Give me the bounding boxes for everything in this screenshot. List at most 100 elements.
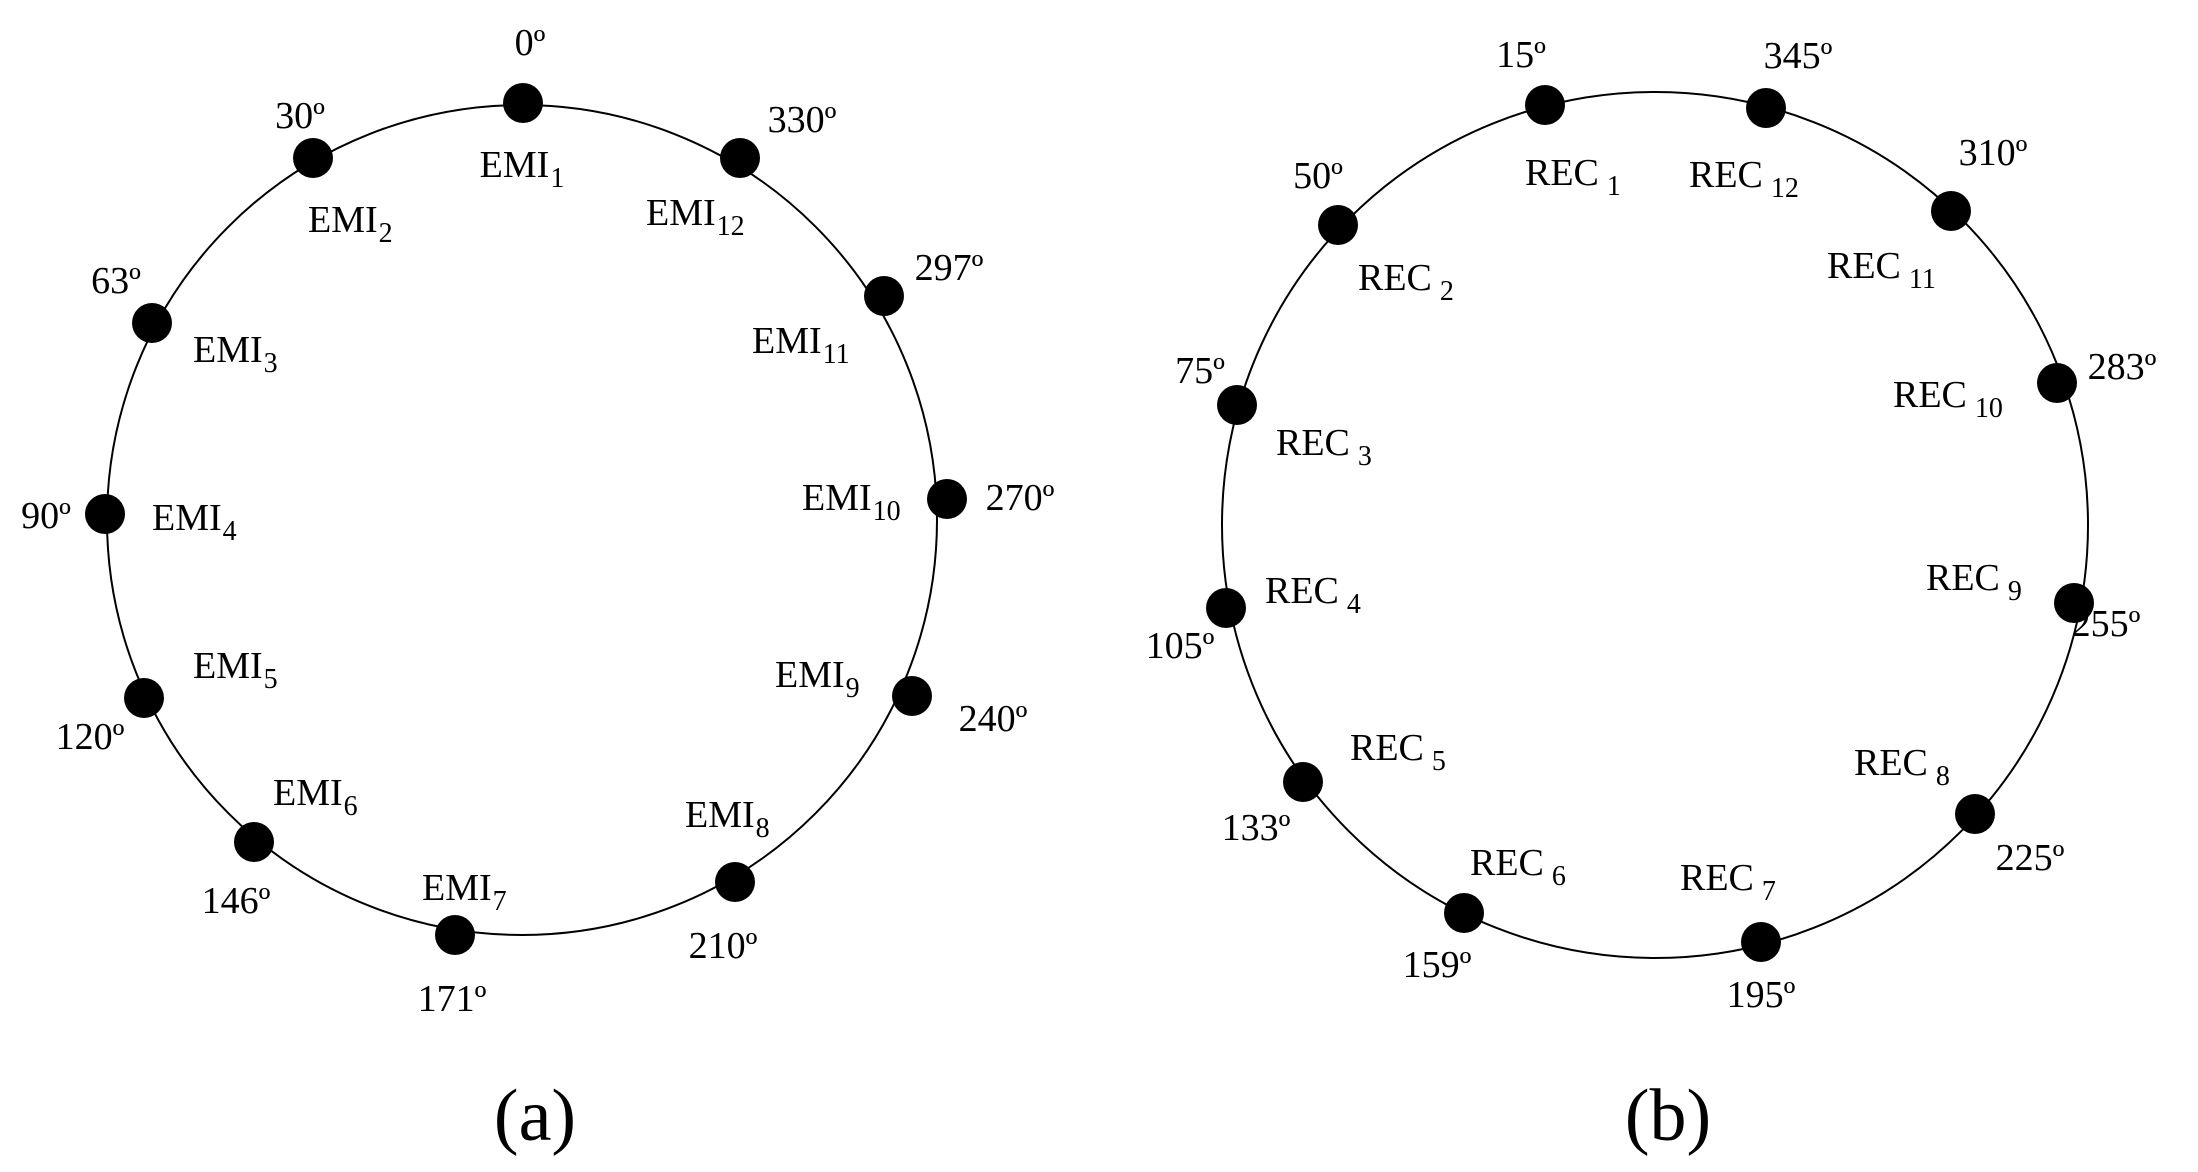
node-label-subscript: 2: [1440, 276, 1454, 307]
node-label-subscript: 11: [823, 339, 850, 370]
node-angle-a-12: 330º: [768, 99, 837, 141]
node-label-subscript: 12: [717, 211, 745, 242]
node-angle-b-1: 15º: [1496, 34, 1546, 76]
node-dot-b-6: [1444, 893, 1484, 933]
node-angle-b-11: 310º: [1959, 132, 2028, 174]
node-angle-a-5: 120º: [56, 716, 125, 758]
node-dot-b-5: [1283, 762, 1323, 802]
node-label-a-6: EMI6: [273, 772, 358, 822]
node-label-subscript: 7: [1762, 876, 1776, 907]
node-label-prefix: EMI: [802, 477, 872, 519]
node-label-prefix: EMI: [775, 654, 845, 696]
node-dot-a-9: [892, 676, 932, 716]
node-angle-b-2: 50º: [1293, 155, 1343, 197]
node-dot-a-11: [864, 276, 904, 316]
node-dot-b-7: [1741, 922, 1781, 962]
node-dot-b-9: [2054, 583, 2094, 623]
node-angle-b-12: 345º: [1764, 35, 1833, 77]
node-label-prefix: EMI: [422, 867, 492, 909]
node-label-a-10: EMI10: [802, 477, 901, 527]
node-dot-b-4: [1206, 588, 1246, 628]
node-angle-a-8: 210º: [689, 925, 758, 967]
node-group-a: EMI10ºEMI230ºEMI363ºEMI490ºEMI5120ºEMI61…: [21, 22, 1055, 1020]
node-label-prefix: EMI: [193, 329, 263, 371]
node-label-subscript: 5: [264, 664, 278, 695]
node-label-subscript: 9: [846, 673, 860, 704]
node-dot-a-7: [435, 915, 475, 955]
node-dot-a-2: [293, 138, 333, 178]
node-label-a-4: EMI4: [152, 497, 237, 547]
node-label-prefix: REC: [1689, 154, 1763, 196]
caption-b: (b): [1625, 1075, 1711, 1157]
node-label-subscript: 6: [1552, 861, 1566, 892]
node-label-subscript: 6: [344, 791, 358, 822]
node-label-subscript: 3: [1358, 441, 1372, 472]
node-angle-a-6: 146º: [202, 880, 271, 922]
node-label-a-9: EMI9: [775, 654, 860, 704]
caption-a: (a): [494, 1075, 576, 1157]
node-label-subscript: 12: [1771, 173, 1799, 204]
node-label-subscript: 1: [550, 163, 564, 194]
node-angle-b-3: 75º: [1175, 350, 1225, 392]
node-angle-a-3: 63º: [91, 260, 141, 302]
node-label-prefix: REC: [1525, 152, 1599, 194]
node-label-b-3: REC 3: [1276, 422, 1372, 472]
node-label-a-12: EMI12: [646, 192, 745, 242]
node-label-prefix: EMI: [273, 772, 343, 814]
node-label-b-12: REC 12: [1689, 154, 1799, 204]
node-label-a-7: EMI7: [422, 867, 507, 917]
node-label-prefix: EMI: [646, 192, 716, 234]
node-dot-b-12: [1746, 88, 1786, 128]
node-angle-b-4: 105º: [1146, 625, 1215, 667]
node-dot-a-1: [503, 83, 543, 123]
node-angle-b-5: 133º: [1222, 807, 1291, 849]
node-angle-b-8: 225º: [1996, 837, 2065, 879]
node-label-a-3: EMI3: [193, 329, 278, 379]
node-label-subscript: 10: [1975, 393, 2003, 424]
node-label-prefix: EMI: [480, 144, 550, 186]
node-label-subscript: 10: [873, 496, 901, 527]
node-angle-b-6: 159º: [1403, 944, 1472, 986]
node-dot-a-6: [234, 822, 274, 862]
node-label-prefix: REC: [1893, 374, 1967, 416]
node-angle-a-7: 171º: [418, 978, 487, 1020]
node-label-subscript: 2: [379, 218, 393, 249]
node-label-b-10: REC 10: [1893, 374, 2003, 424]
node-dot-a-8: [715, 862, 755, 902]
node-dot-a-10: [927, 479, 967, 519]
node-angle-a-1: 0º: [515, 22, 546, 64]
node-angle-a-2: 30º: [275, 95, 325, 137]
node-label-subscript: 1: [1607, 171, 1621, 202]
node-dot-b-11: [1931, 191, 1971, 231]
node-label-subscript: 4: [223, 516, 237, 547]
node-dot-b-8: [1955, 794, 1995, 834]
node-label-subscript: 11: [1909, 264, 1936, 295]
node-label-prefix: EMI: [152, 497, 222, 539]
node-label-a-8: EMI8: [685, 794, 770, 844]
node-dot-a-5: [124, 678, 164, 718]
node-angle-a-9: 240º: [959, 698, 1028, 740]
node-angle-b-10: 283º: [2088, 346, 2157, 388]
node-angle-b-9: 255º: [2072, 603, 2141, 645]
node-dot-b-1: [1525, 85, 1565, 125]
node-label-subscript: 3: [264, 348, 278, 379]
node-label-a-1: EMI1: [480, 144, 565, 194]
node-dot-b-3: [1217, 385, 1257, 425]
node-label-prefix: EMI: [193, 645, 263, 687]
node-label-a-2: EMI2: [308, 199, 393, 249]
node-label-prefix: EMI: [308, 199, 378, 241]
node-label-prefix: REC: [1350, 727, 1424, 769]
node-label-prefix: REC: [1276, 422, 1350, 464]
ring-b: [1221, 91, 2089, 959]
node-dot-a-12: [720, 138, 760, 178]
node-angle-b-7: 195º: [1727, 974, 1796, 1016]
node-label-prefix: REC: [1854, 742, 1928, 784]
